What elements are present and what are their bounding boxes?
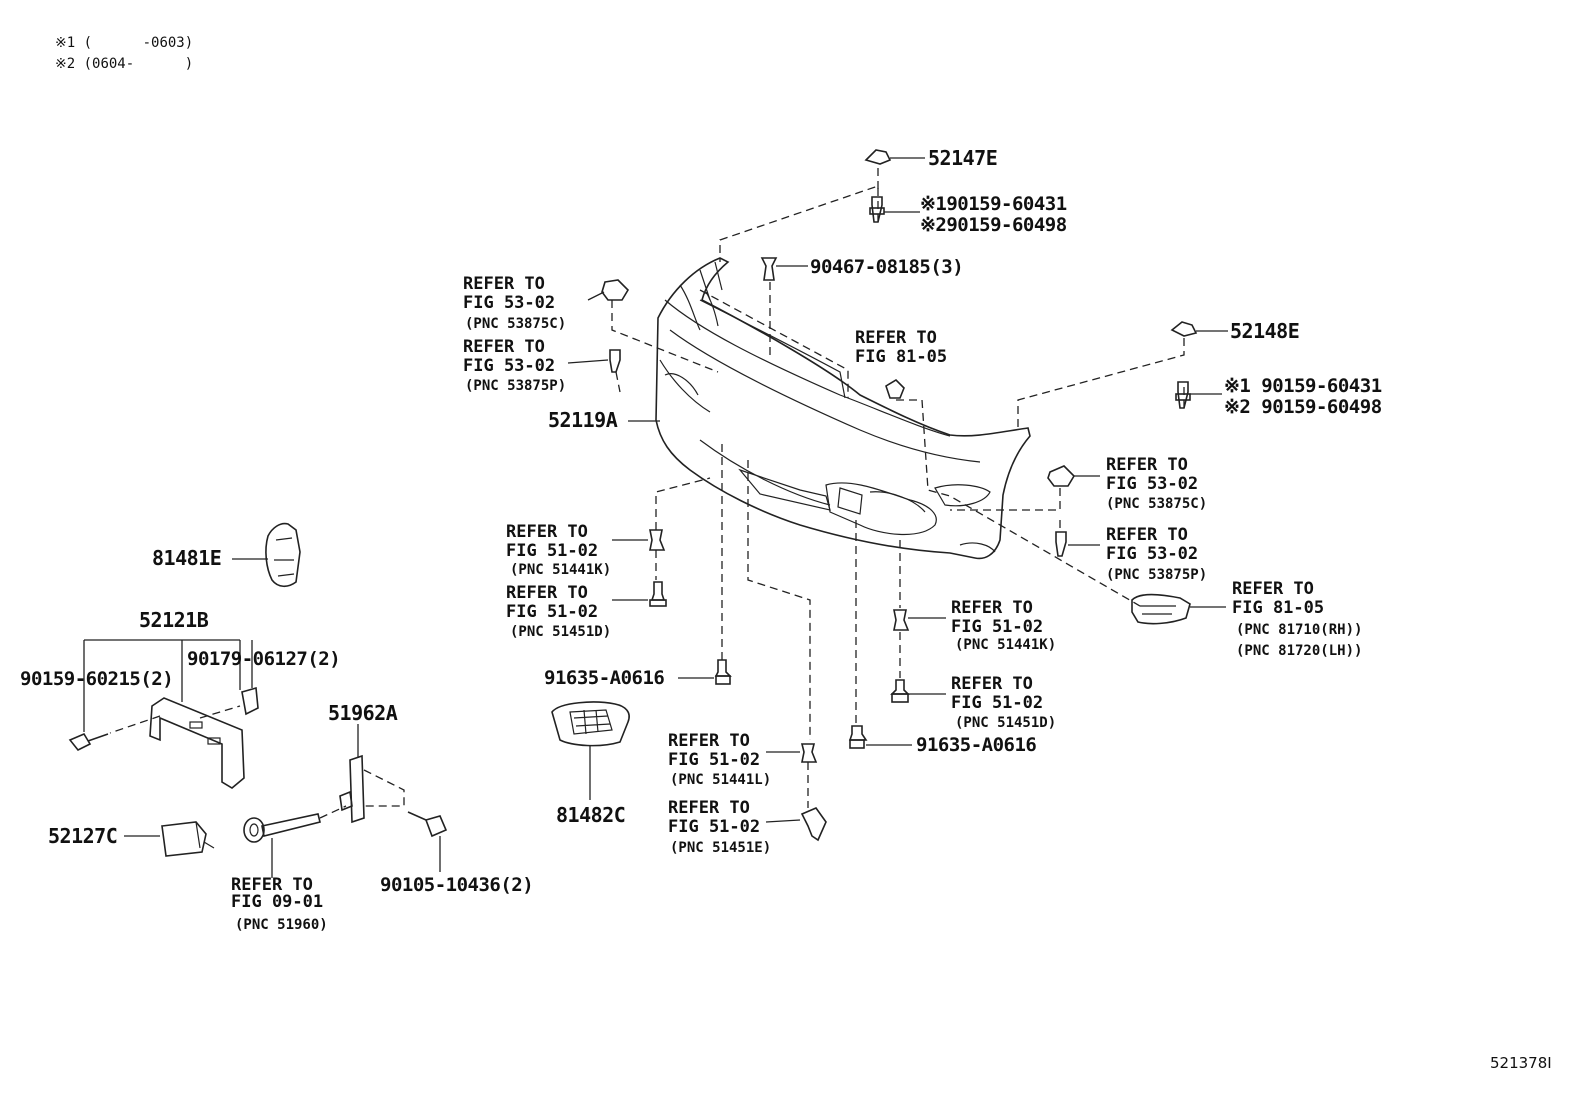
- ref-pnc: (PNC 51451D): [510, 624, 612, 640]
- ref-pnc: (PNC 53875C): [465, 316, 567, 332]
- part-81481E[interactable]: 81481E: [152, 546, 222, 570]
- ref-pnc: (PNC 81710(RH)): [1236, 622, 1363, 638]
- screw-90159-60431-right: [1175, 381, 1222, 409]
- ref-pnc: (PNC 51960): [235, 917, 328, 933]
- ref-line1: REFER TO: [1232, 579, 1314, 599]
- ref-line2: FIG 81-05: [1232, 598, 1325, 618]
- part-90159-60498-top[interactable]: ※290159-60498: [920, 214, 1067, 236]
- cover-52127C: [124, 821, 215, 857]
- bracket-52121B: [83, 639, 259, 789]
- part-52119A[interactable]: 52119A: [548, 408, 618, 432]
- ref-pnc: (PNC 51441L): [670, 772, 772, 788]
- bracket-51451E: [765, 807, 827, 842]
- clip-51441L: [766, 743, 818, 763]
- ref-line1: REFER TO: [1106, 525, 1188, 545]
- part-91635-A0616-right[interactable]: 91635-A0616: [916, 734, 1037, 756]
- part-90159-60215[interactable]: 90159-60215(2): [20, 668, 174, 690]
- fog-lamp-81710: [1131, 593, 1226, 625]
- ref-pnc-2: (PNC 81720(LH)): [1236, 643, 1363, 659]
- ref-line2: FIG 09-01: [231, 892, 324, 912]
- bracket-81481E: [232, 522, 301, 588]
- ref-line1: REFER TO: [951, 674, 1033, 694]
- part-51962A[interactable]: 51962A: [328, 701, 398, 725]
- nut-81-05-top: [885, 378, 905, 399]
- part-90159-60498-right[interactable]: ※2 90159-60498: [1224, 396, 1382, 418]
- part-90105-10436[interactable]: 90105-10436(2): [380, 874, 534, 896]
- ref-line2: FIG 51-02: [951, 617, 1044, 637]
- assembly-dashed-lines: [109, 168, 1185, 819]
- screw-51451D-left: [612, 581, 667, 607]
- ref-pnc: (PNC 53875P): [465, 378, 567, 394]
- ref-line1: REFER TO: [506, 583, 588, 603]
- bolt-90159-60215: [68, 732, 109, 752]
- screw-51451D-right: [890, 679, 946, 703]
- ref-line1: REFER TO: [668, 731, 750, 751]
- ref-line1: REFER TO: [463, 337, 545, 357]
- ref-line1: REFER TO: [231, 875, 313, 895]
- clip-90467-08185: [760, 257, 808, 281]
- ref-pnc: (PNC 51451D): [955, 715, 1057, 731]
- ref-line2: FIG 51-02: [668, 817, 761, 837]
- ref-pnc: (PNC 51441K): [955, 637, 1057, 653]
- part-52121B[interactable]: 52121B: [139, 608, 209, 632]
- ref-pnc: (PNC 53875C): [1106, 496, 1208, 512]
- part-52147E[interactable]: 52147E: [928, 146, 998, 170]
- bumper-cover-shape: [655, 257, 1031, 560]
- ref-line1: REFER TO: [506, 522, 588, 542]
- bolt-91635-A0616-right: [848, 725, 912, 749]
- part-81482C[interactable]: 81482C: [556, 803, 626, 827]
- bracket-51962A: [339, 724, 365, 824]
- note-2: ※2 (0604- ): [55, 56, 194, 72]
- retainer-53875C-left: [587, 279, 630, 301]
- diagram-id: 521378I: [1490, 1054, 1552, 1072]
- clip-51441K-right: [893, 609, 946, 631]
- ref-line1: REFER TO: [855, 328, 937, 348]
- ref-line2: FIG 51-02: [506, 602, 599, 622]
- ref-line2: FIG 53-02: [1106, 544, 1199, 564]
- clip-52147E: [864, 149, 925, 165]
- ref-line2: FIG 53-02: [463, 293, 556, 313]
- bolt-90105-10436: [407, 811, 448, 872]
- part-52127C[interactable]: 52127C: [48, 824, 118, 848]
- clip-52148E: [1170, 321, 1228, 337]
- tow-hook-09-01: [243, 813, 321, 878]
- clip-51441K-left: [612, 529, 666, 551]
- ref-pnc: (PNC 53875P): [1106, 567, 1208, 583]
- bolt-91635-A0616-left: [678, 659, 732, 685]
- part-90467-08185[interactable]: 90467-08185(3): [810, 256, 964, 278]
- ref-pnc: (PNC 51451E): [670, 840, 772, 856]
- ref-line1: REFER TO: [951, 598, 1033, 618]
- part-91635-A0616-left[interactable]: 91635-A0616: [544, 667, 665, 689]
- ref-pnc: (PNC 51441K): [510, 562, 612, 578]
- ref-line2: FIG 53-02: [1106, 474, 1199, 494]
- screw-53875P-left: [567, 349, 621, 373]
- part-90159-60431-right[interactable]: ※1 90159-60431: [1224, 375, 1382, 397]
- ref-line2: FIG 51-02: [506, 541, 599, 561]
- retainer-53875C-right: [1047, 465, 1100, 487]
- ref-line2: FIG 51-02: [951, 693, 1044, 713]
- screw-53875P-right: [1055, 531, 1100, 557]
- ref-line2: FIG 53-02: [463, 356, 556, 376]
- ref-line2: FIG 81-05: [855, 347, 948, 367]
- ref-line1: REFER TO: [1106, 455, 1188, 475]
- note-1: ※1 ( -0603): [55, 35, 194, 51]
- ref-line1: REFER TO: [668, 798, 750, 818]
- ref-line1: REFER TO: [463, 274, 545, 294]
- part-52148E[interactable]: 52148E: [1230, 319, 1300, 343]
- ref-line2: FIG 51-02: [668, 750, 761, 770]
- part-90159-60431-top[interactable]: ※190159-60431: [920, 193, 1067, 215]
- fog-cover-81482C: [551, 701, 630, 800]
- part-90179-06127[interactable]: 90179-06127(2): [187, 648, 341, 670]
